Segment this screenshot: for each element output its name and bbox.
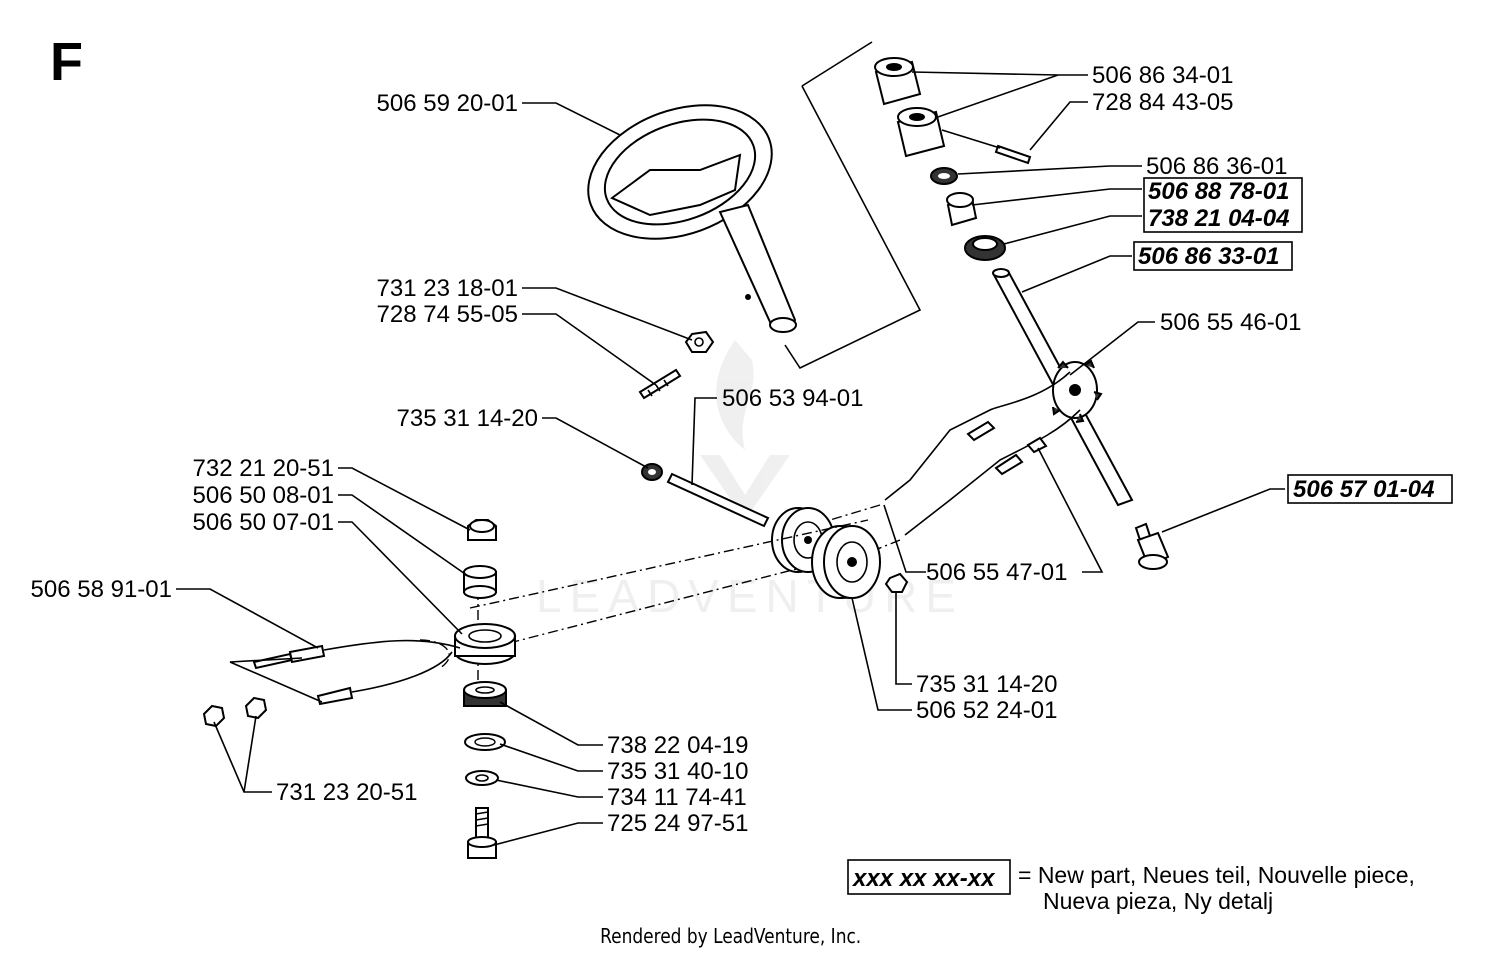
wheel-screw bbox=[638, 368, 682, 400]
cable-nut-2 bbox=[244, 696, 268, 720]
callout-732-21-20-51: 732 21 20-51 bbox=[193, 455, 334, 482]
flat-washer bbox=[465, 770, 499, 786]
hex-nut-wheel bbox=[684, 330, 715, 353]
chain-connector bbox=[1026, 436, 1048, 454]
callout-506-55-47-01: 506 55 47-01 bbox=[926, 559, 1067, 586]
chain-link-lower bbox=[994, 453, 1024, 476]
column-bearing bbox=[964, 235, 1006, 261]
legend-sample: xxx xx xx-xx bbox=[851, 865, 996, 892]
callout-506-59-20-01: 506 59 20-01 bbox=[377, 90, 518, 117]
steering-cable bbox=[252, 639, 461, 706]
callout-506-86-36-01: 506 86 36-01 bbox=[1146, 153, 1287, 180]
callout-506-88-78-01: 506 88 78-01 bbox=[1148, 178, 1289, 205]
flange-bolt bbox=[1134, 522, 1170, 570]
leader-lines bbox=[176, 71, 1285, 846]
watermark-logo: LEADVENTURE bbox=[536, 340, 964, 622]
watermark-text: LEADVENTURE bbox=[536, 570, 964, 622]
nut-top-left bbox=[467, 519, 497, 541]
new-part-box-2 bbox=[1133, 241, 1293, 271]
retaining-clip bbox=[464, 733, 506, 751]
callout-734-11-74-41: 734 11 74-41 bbox=[607, 784, 747, 811]
callout-735-31-14-20-upper: 735 31 14-20 bbox=[397, 405, 538, 432]
callout-506-50-07-01: 506 50 07-01 bbox=[193, 509, 334, 536]
callout-731-23-18-01: 731 23 18-01 bbox=[377, 275, 518, 302]
new-part-box-1 bbox=[1143, 177, 1303, 233]
legend-sample-box bbox=[847, 859, 1011, 895]
callout-728-74-55-05: 728 74 55-05 bbox=[377, 301, 518, 328]
callout-738-21-04-04: 738 21 04-04 bbox=[1148, 205, 1289, 232]
callout-506-50-08-01: 506 50 08-01 bbox=[193, 482, 334, 509]
cable-nut-1 bbox=[202, 704, 226, 728]
callout-506-53-94-01: 506 53 94-01 bbox=[722, 385, 863, 412]
hex-bolt bbox=[467, 807, 497, 859]
callout-506-58-91-01: 506 58 91-01 bbox=[31, 576, 172, 603]
steering-sprocket bbox=[1052, 359, 1103, 423]
sheet-letter: F bbox=[50, 32, 83, 92]
lock-nut-pulley bbox=[884, 572, 909, 593]
callout-735-31-40-10: 735 31 40-10 bbox=[607, 758, 748, 785]
legend-line-2: Nueva pieza, Ny detalj bbox=[1043, 888, 1273, 914]
legend: xxx xx xx-xx = New part, Neues teil, Nou… bbox=[847, 859, 1415, 914]
callout-738-22-04-19: 738 22 04-19 bbox=[607, 732, 748, 759]
column-bushing-upper bbox=[874, 57, 922, 106]
steering-wheel bbox=[587, 104, 797, 333]
spacer-bushing bbox=[463, 565, 497, 599]
pulley-right bbox=[811, 525, 881, 599]
callout-506-57-01-04: 506 57 01-04 bbox=[1293, 476, 1434, 503]
callout-506-86-33-01: 506 86 33-01 bbox=[1138, 243, 1279, 270]
roll-pin bbox=[994, 144, 1032, 165]
callout-735-31-14-20-lower: 735 31 14-20 bbox=[916, 671, 1057, 698]
callout-725-24-97-51: 725 24 97-51 bbox=[607, 810, 748, 837]
legend-line-1: = New part, Neues teil, Nouvelle piece, bbox=[1018, 862, 1415, 888]
callout-506-55-46-01: 506 55 46-01 bbox=[1160, 309, 1301, 336]
callout-728-84-43-05: 728 84 43-05 bbox=[1092, 89, 1233, 116]
callout-506-52-24-01: 506 52 24-01 bbox=[916, 697, 1057, 724]
column-bushing-lower bbox=[896, 107, 946, 158]
washer-column bbox=[930, 167, 958, 185]
bearing-lower bbox=[463, 681, 507, 707]
footer-credit: Rendered by LeadVenture, Inc. bbox=[600, 926, 861, 949]
callout-506-86-34-01: 506 86 34-01 bbox=[1092, 62, 1233, 89]
column-bushing-flange bbox=[946, 192, 978, 227]
pulley-shaft bbox=[666, 472, 770, 528]
chain-link-upper bbox=[966, 420, 996, 442]
new-part-box-3 bbox=[1287, 474, 1453, 504]
callout-731-23-20-51: 731 23 20-51 bbox=[276, 779, 417, 806]
main-pulley bbox=[454, 623, 516, 665]
